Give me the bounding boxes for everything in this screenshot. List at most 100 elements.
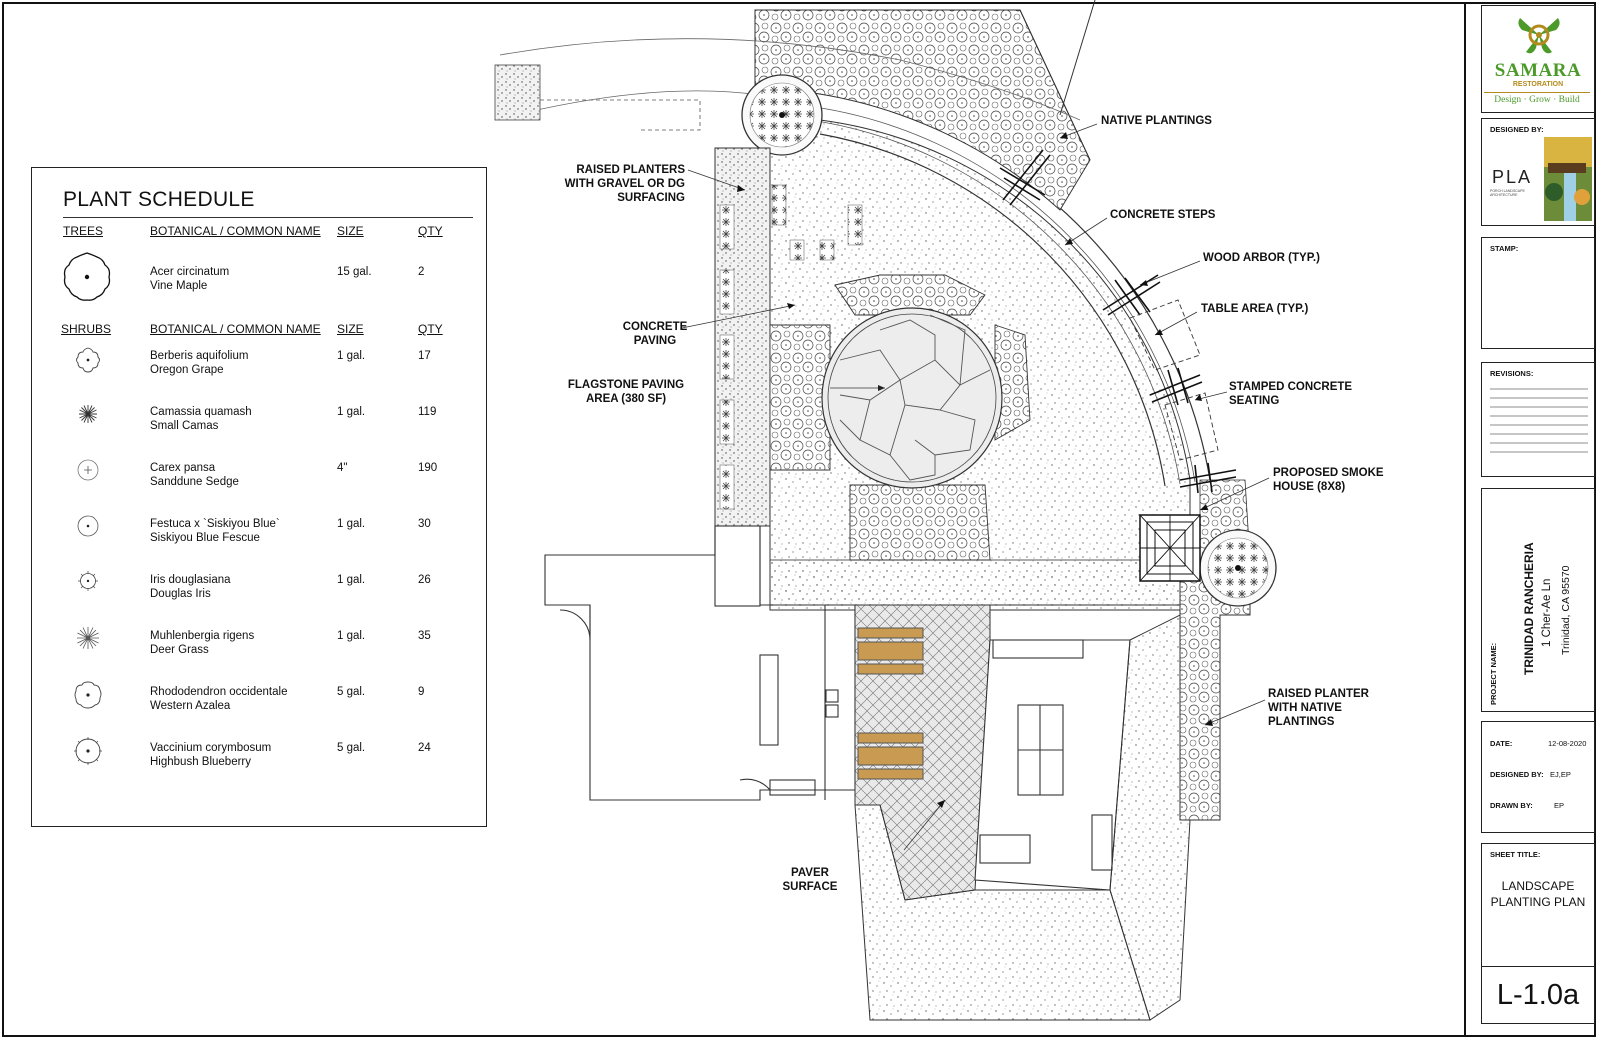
starburst-shrub-icon	[79, 405, 97, 423]
trees-size-header: SIZE	[337, 224, 364, 238]
flagstone-circle	[821, 307, 1003, 489]
wood-arbors	[999, 149, 1237, 494]
title-block-sheet: SHEET TITLE: LANDSCAPE PLANTING PLAN L-1…	[1481, 843, 1595, 1024]
revisions-label: REVISIONS:	[1490, 369, 1534, 378]
callout-concrete-steps: CONCRETE STEPS	[1110, 209, 1216, 221]
designer-photo-icon	[1544, 137, 1592, 221]
sheet-number-box	[1482, 966, 1594, 1024]
common-name: Sanddune Sedge	[150, 476, 239, 488]
designer-logo-small: PORCH LANDSCAPE ARCHITECTURE	[1490, 189, 1525, 197]
dot-circle-icon	[77, 515, 99, 537]
callout-concrete-paving: CONCRETE PAVING	[622, 321, 688, 347]
shrub-size: 5 gal.	[337, 742, 366, 754]
shrub-size: 5 gal.	[337, 686, 366, 698]
designed-by-label: DESIGNED BY:	[1490, 125, 1544, 134]
building-footprint	[544, 525, 856, 801]
revision-lines	[1490, 388, 1588, 453]
samara-logo-icon	[1518, 18, 1560, 54]
drawn-by-value: EP	[1554, 801, 1565, 810]
patio-structure	[974, 639, 1131, 891]
botanical-name: Rhododendron occidentale	[150, 686, 288, 698]
tree-canopy-icon	[63, 252, 111, 301]
tree-size: 15 gal.	[337, 266, 372, 278]
plant-schedule: PLANT SCHEDULE TREES BOTANICAL / COMMON …	[31, 167, 487, 827]
project-name: TRINIDAD RANCHERIA	[1522, 542, 1536, 675]
common-name: Highbush Blueberry	[150, 756, 252, 768]
callout-wood-arbor: WOOD ARBOR (TYP.)	[1203, 252, 1320, 264]
trees-header: TREES	[63, 224, 104, 238]
botanical-name: Berberis aquifolium	[150, 350, 249, 362]
title-block-revisions: REVISIONS:	[1481, 362, 1595, 477]
botanical-name: Iris douglasiana	[150, 574, 231, 586]
date-label: DATE:	[1490, 739, 1513, 748]
callout-native-plantings: NATIVE PLANTINGS	[1101, 115, 1212, 127]
shrub-size: 1 gal.	[337, 630, 366, 642]
project-city: Trinidad, CA 95570	[1560, 565, 1572, 655]
designer-logo: PLA	[1492, 167, 1533, 187]
botanical-name: Camassia quamash	[150, 406, 252, 418]
shrub-size: 1 gal.	[337, 406, 366, 418]
designed-by2-label: DESIGNED BY:	[1490, 770, 1544, 779]
title-block-project: PROJECT NAME: TRINIDAD RANCHERIA 1 Cher-…	[1481, 488, 1595, 712]
common-name: Small Camas	[150, 420, 219, 432]
title-block-divider	[1464, 4, 1466, 1037]
callout-paver-surface: PAVER SURFACE	[782, 867, 838, 893]
callout-flagstone: FLAGSTONE PAVING AREA (380 SF)	[567, 379, 685, 405]
scalloped-shrub-icon	[76, 347, 100, 373]
date-value: 12-08-2020	[1548, 739, 1587, 748]
plant-schedule-title: PLANT SCHEDULE	[63, 188, 255, 211]
circle-planting-beds	[769, 274, 1031, 561]
sheet-title: LANDSCAPE PLANTING PLAN	[1490, 879, 1586, 909]
tree-row: Acer circinatum Vine Maple	[150, 265, 229, 293]
common-name: Vine Maple	[150, 280, 208, 292]
logo-tagline: Design · Grow · Build	[1484, 92, 1590, 105]
logo-main-text: SAMARA	[1494, 60, 1582, 81]
common-name: Siskiyou Blue Fescue	[150, 532, 260, 544]
sheet-number: L-1.0a	[1496, 979, 1580, 1011]
callout-table-area: TABLE AREA (TYP.)	[1201, 303, 1309, 315]
shrub-size: 1 gal.	[337, 518, 366, 530]
trees-name-header: BOTANICAL / COMMON NAME	[150, 224, 321, 238]
shrub-size: 1 gal.	[337, 574, 366, 586]
lobed-shrub-icon	[74, 681, 102, 709]
shrub-qty: 9	[418, 686, 425, 698]
common-name: Western Azalea	[150, 700, 231, 712]
crosshair-circle-icon	[77, 459, 99, 481]
shrubs-qty-header: QTY	[418, 322, 443, 336]
picnic-benches	[857, 627, 924, 780]
shrub-qty: 24	[418, 742, 431, 754]
project-address: 1 Cher-Ae Ln	[1541, 578, 1553, 647]
shrub-qty: 35	[418, 630, 431, 642]
tree-qty: 2	[418, 266, 425, 278]
logo-sub-text: RESTORATION	[1512, 81, 1564, 88]
trees-qty-header: QTY	[418, 224, 443, 238]
shrub-qty: 119	[418, 406, 437, 418]
botanical-name: Acer circinatum	[150, 266, 230, 278]
drawn-by-label: DRAWN BY:	[1490, 801, 1533, 810]
common-name: Douglas Iris	[150, 588, 211, 600]
title-block-dates: DATE: 12-08-2020 DESIGNED BY: EJ,EP DRAW…	[1481, 721, 1595, 833]
vine-maple-tree-top	[741, 74, 823, 156]
common-name: Oregon Grape	[150, 364, 224, 376]
callout-smoke-house: PROPOSED SMOKE HOUSE (8X8)	[1273, 467, 1384, 493]
site-plan-drawing	[494, 0, 1277, 1021]
title-block-logo: SAMARA RESTORATION Design · Grow · Build	[1481, 5, 1595, 113]
grass-burst-icon	[77, 627, 99, 649]
callout-stamped-concrete: STAMPED CONCRETE SEATING	[1229, 381, 1353, 407]
shrubs-size-header: SIZE	[337, 322, 364, 336]
botanical-name: Festuca x `Siskiyou Blue`	[150, 518, 280, 530]
designed-by2-value: EJ,EP	[1550, 770, 1571, 779]
vine-maple-tree-right	[1199, 529, 1277, 607]
callout-raised-planter-native: RAISED PLANTER WITH NATIVE PLANTINGS	[1268, 688, 1369, 728]
title-block-stamp: STAMP:	[1481, 237, 1595, 349]
botanical-name: Muhlenbergia rigens	[150, 630, 255, 642]
smoke-house	[1139, 514, 1201, 582]
shrub-row: Festuca x `Siskiyou Blue` Siskiyou Blue F…	[150, 517, 280, 545]
botanical-name: Carex pansa	[150, 462, 216, 474]
title-block-designed-by: DESIGNED BY: PLA PORCH LANDSCAPE ARCHITE…	[1481, 118, 1595, 226]
